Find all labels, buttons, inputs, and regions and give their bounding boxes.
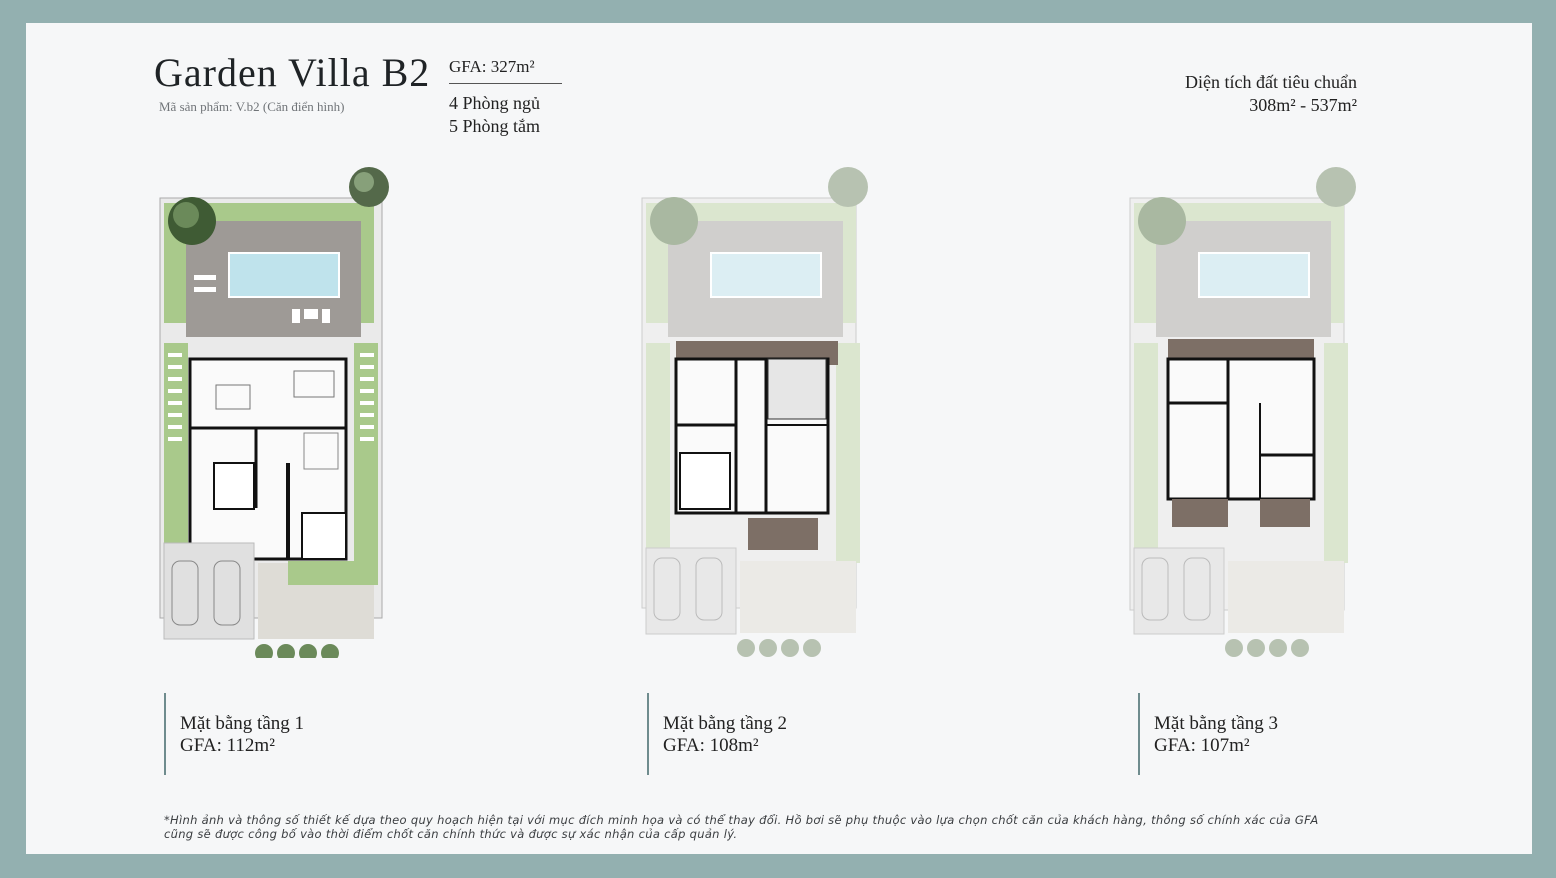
floor-plan-3 bbox=[1124, 163, 1364, 658]
floor-title: Mặt bằng tầng 2 bbox=[663, 713, 788, 734]
floor-caption-3: Mặt bằng tầng 3 GFA: 107m² bbox=[1138, 693, 1278, 775]
land-area-value: 308m² - 537m² bbox=[1249, 95, 1357, 115]
floor-gfa: GFA: 108m² bbox=[663, 735, 759, 756]
floor-title: Mặt bằng tầng 3 bbox=[1154, 713, 1279, 734]
product-code: Mã sản phẩm: V.b2 (Căn điển hình) bbox=[159, 99, 345, 114]
gfa-total: GFA: 327m² bbox=[449, 57, 562, 84]
land-area-label: Diện tích đất tiêu chuẩn bbox=[1185, 72, 1357, 92]
floor-plan-1 bbox=[154, 163, 394, 658]
land-area: Diện tích đất tiêu chuẩn 308m² - 537m² bbox=[1185, 71, 1357, 117]
page-title: Garden Villa B2 bbox=[154, 50, 431, 95]
floor-plan-2 bbox=[636, 163, 876, 658]
gfa-summary: GFA: 327m² 4 Phòng ngủ 5 Phòng tắm bbox=[449, 57, 562, 138]
floor-caption-2: Mặt bằng tầng 2 GFA: 108m² bbox=[647, 693, 787, 775]
floor-gfa: GFA: 107m² bbox=[1154, 735, 1250, 756]
bathroom-count: 5 Phòng tắm bbox=[449, 116, 541, 136]
floor-title: Mặt bằng tầng 1 bbox=[180, 713, 305, 734]
floor-gfa: GFA: 112m² bbox=[180, 735, 275, 756]
brochure-page: Garden Villa B2 Mã sản phẩm: V.b2 (Căn đ… bbox=[26, 23, 1532, 854]
bedroom-count: 4 Phòng ngủ bbox=[449, 93, 541, 113]
floor-caption-1: Mặt bằng tầng 1 GFA: 112m² bbox=[164, 693, 304, 775]
disclaimer-footnote: *Hình ảnh và thông số thiết kế dựa theo … bbox=[164, 813, 1319, 841]
